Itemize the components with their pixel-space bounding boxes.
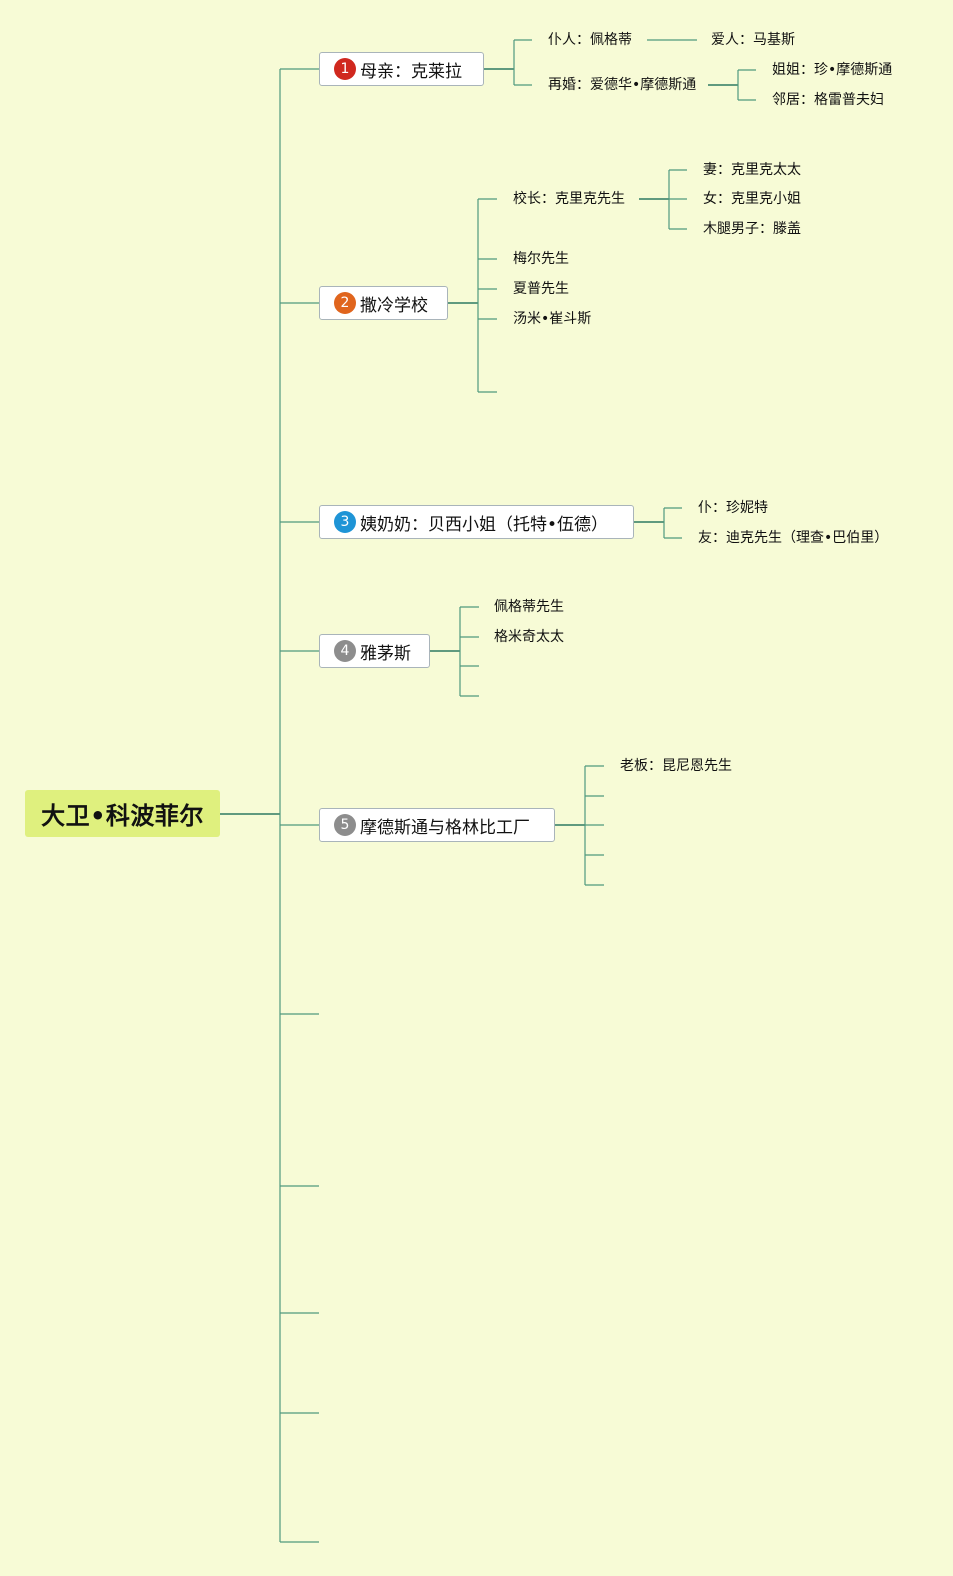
subtopic-headmaster[interactable]: 校长：克里克先生 (513, 191, 625, 207)
subtopic-daughter[interactable]: 女：克里克小姐 (703, 191, 801, 207)
central-topic-label: 大卫•科波菲尔 (41, 802, 204, 830)
subtopic-lover[interactable]: 爱人：马基斯 (711, 32, 795, 48)
topic-label: 雅茅斯 (360, 643, 411, 664)
topic-label: 摩德斯通与格林比工厂 (360, 817, 530, 838)
subtopic-wooden-leg-man[interactable]: 木腿男子：滕盖 (703, 221, 801, 237)
topic-murdstone-grinby[interactable]: 5 摩德斯通与格林比工厂 (319, 808, 555, 842)
subtopic-boss[interactable]: 老板：昆尼恩先生 (620, 758, 732, 774)
subtopic-remarriage[interactable]: 再婚：爱德华•摩德斯通 (548, 77, 697, 93)
number-1-badge-icon: 1 (334, 58, 356, 80)
topic-mother[interactable]: 1 母亲：克莱拉 (319, 52, 484, 86)
number-3-badge-icon: 3 (334, 511, 356, 533)
subtopic-mr-peggotty[interactable]: 佩格蒂先生 (494, 599, 564, 615)
central-topic[interactable]: 大卫•科波菲尔 (25, 790, 220, 837)
subtopic-tommy-traddles[interactable]: 汤米•崔斗斯 (513, 311, 592, 327)
subtopic-servant[interactable]: 仆人：佩格蒂 (548, 32, 632, 48)
number-4-badge-icon: 4 (334, 640, 356, 662)
topic-great-aunt[interactable]: 3 姨奶奶：贝西小姐（托特•伍德） (319, 505, 634, 539)
topic-yarmouth[interactable]: 4 雅茅斯 (319, 634, 430, 668)
subtopic-sister[interactable]: 姐姐：珍•摩德斯通 (772, 62, 893, 78)
subtopic-wife[interactable]: 妻：克里克太太 (703, 162, 801, 178)
subtopic-neighbors[interactable]: 邻居：格雷普夫妇 (772, 92, 884, 108)
number-2-badge-icon: 2 (334, 292, 356, 314)
subtopic-mr-mell[interactable]: 梅尔先生 (513, 251, 569, 267)
subtopic-mr-dick[interactable]: 友：迪克先生（理查•巴伯里） (698, 530, 889, 546)
topic-label: 撒冷学校 (360, 295, 428, 316)
subtopic-mrs-gummidge[interactable]: 格米奇太太 (494, 629, 564, 645)
topic-label: 姨奶奶：贝西小姐（托特•伍德） (360, 514, 609, 535)
number-5-badge-icon: 5 (334, 814, 356, 836)
topic-salem-school[interactable]: 2 撒冷学校 (319, 286, 448, 320)
subtopic-mr-sharp[interactable]: 夏普先生 (513, 281, 569, 297)
topic-label: 母亲：克莱拉 (360, 61, 462, 82)
subtopic-janet[interactable]: 仆：珍妮特 (698, 500, 768, 516)
